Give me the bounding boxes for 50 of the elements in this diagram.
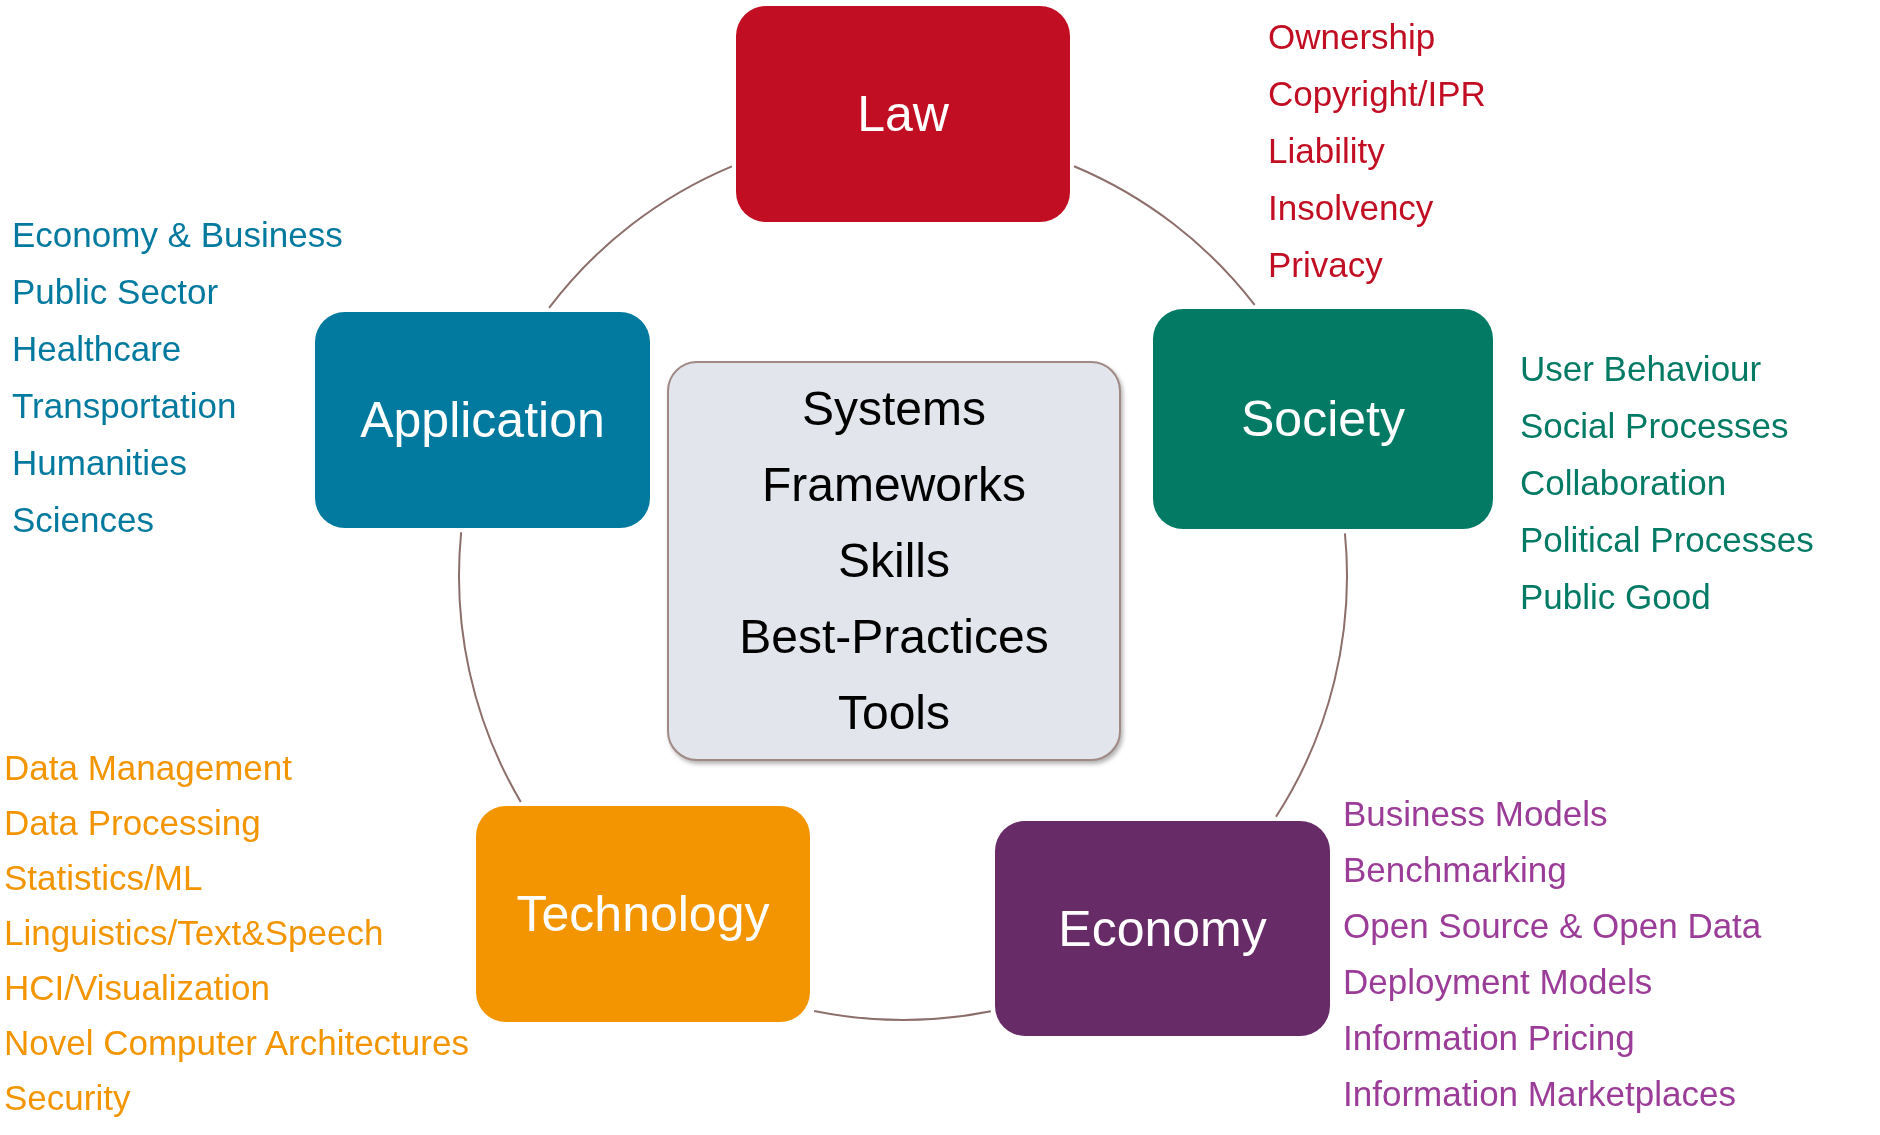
box-title: Economy xyxy=(1058,899,1267,958)
list-item: Open Source & Open Data xyxy=(1343,905,1762,947)
list-item: Insolvency xyxy=(1268,187,1435,229)
connector-arc xyxy=(1073,165,1256,306)
topic-box xyxy=(1153,309,1493,529)
list-item: Privacy xyxy=(1268,244,1384,286)
list-item: Healthcare xyxy=(12,328,183,370)
list-item: Sciences xyxy=(12,499,156,541)
list-item: Ownership xyxy=(1268,16,1437,58)
list-item: Security xyxy=(4,1077,132,1119)
list-item: Statistics/ML xyxy=(4,857,204,899)
connector-arc xyxy=(1275,532,1348,818)
list-item: Economy & Business xyxy=(12,214,343,256)
center-text: Best-Practices xyxy=(739,609,1049,665)
list-item: Social Processes xyxy=(1520,405,1790,447)
connector-arc xyxy=(458,531,522,803)
connector-arc xyxy=(548,165,733,309)
box-title: Society xyxy=(1241,390,1405,448)
topic-box xyxy=(995,821,1330,1036)
topic-box xyxy=(736,6,1070,222)
box-title: Technology xyxy=(516,885,770,943)
list-item: Deployment Models xyxy=(1343,961,1654,1003)
center-text: Frameworks xyxy=(762,457,1026,513)
box-title: Law xyxy=(857,85,949,143)
list-item: Novel Computer Architectures xyxy=(4,1022,469,1064)
list-item: Information Marketplaces xyxy=(1343,1073,1737,1115)
list-item: Public Good xyxy=(1520,576,1712,618)
center-text: Systems xyxy=(802,381,986,437)
center-text: Skills xyxy=(838,533,950,589)
topic-box xyxy=(315,312,650,528)
list-item: Business Models xyxy=(1343,793,1609,835)
list-item: Collaboration xyxy=(1520,462,1728,504)
list-item: Transportation xyxy=(12,385,238,427)
list-item: User Behaviour xyxy=(1520,348,1763,390)
topic-box xyxy=(476,806,810,1022)
list-item: Data Processing xyxy=(4,802,262,844)
list-item: Copyright/IPR xyxy=(1268,73,1486,115)
list-item: Benchmarking xyxy=(1343,849,1568,891)
connector-arc xyxy=(813,1010,992,1021)
list-item: Linguistics/Text&Speech xyxy=(4,912,385,954)
list-item: Public Sector xyxy=(12,271,220,313)
center-box xyxy=(667,361,1121,761)
list-item: Liability xyxy=(1268,130,1386,172)
center-text: Tools xyxy=(837,685,951,741)
list-item: Information Pricing xyxy=(1343,1017,1636,1059)
list-item: Humanities xyxy=(12,442,189,484)
box-title: Application xyxy=(360,391,605,449)
list-item: Political Processes xyxy=(1520,519,1814,561)
list-item: HCI/Visualization xyxy=(4,967,271,1009)
list-item: Data Management xyxy=(4,747,293,789)
